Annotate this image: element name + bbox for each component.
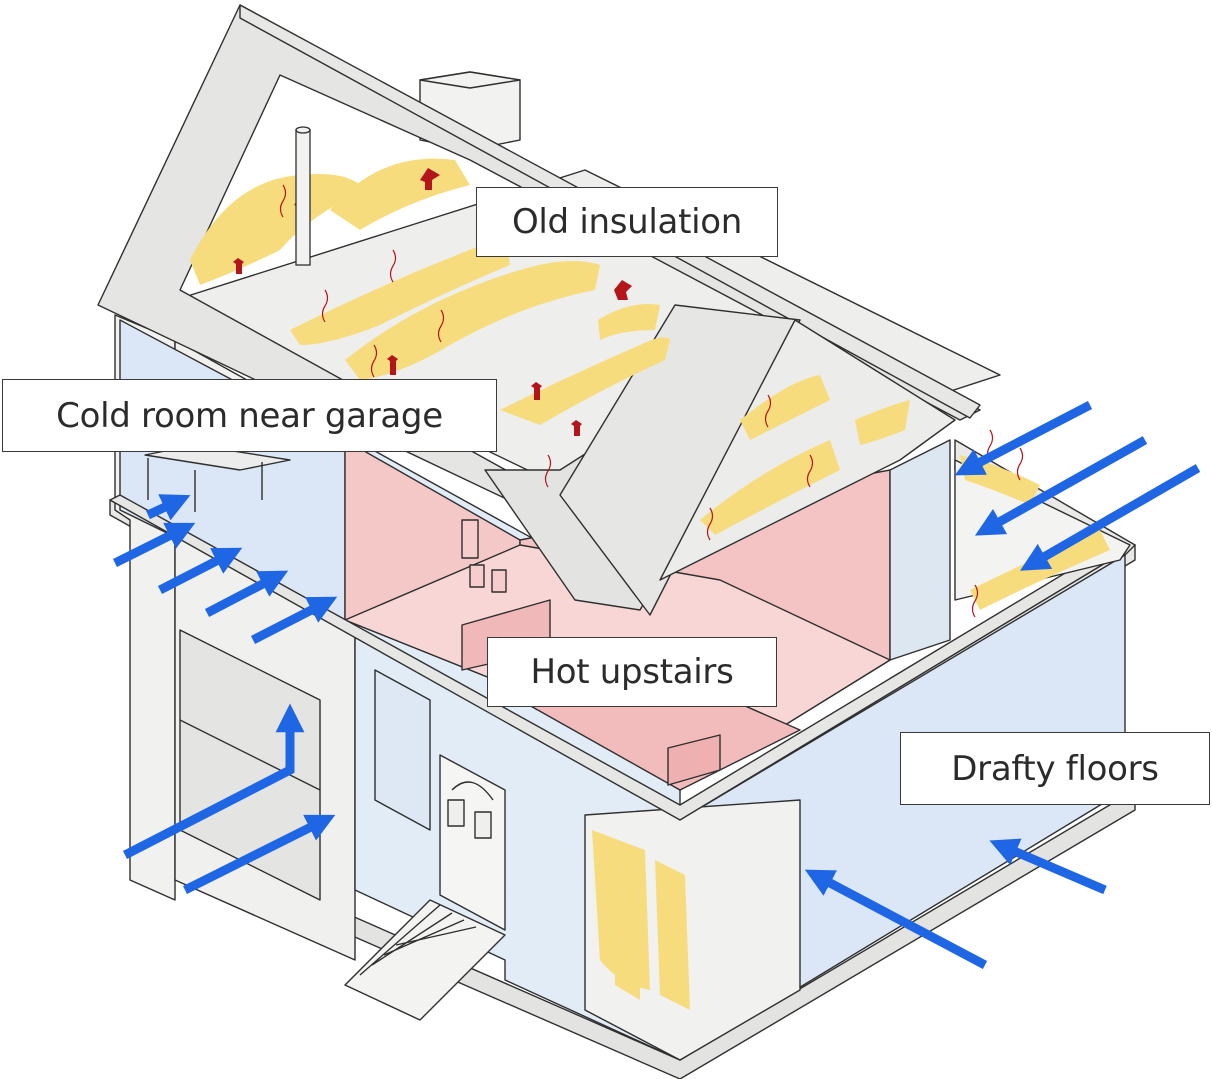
heat-arrow-4: [387, 355, 398, 375]
air-arrow-1: [112, 522, 196, 568]
air-arrow-11: [974, 436, 1148, 536]
heat-arrow-5: [531, 382, 542, 400]
insulation-batts: [190, 158, 1110, 1010]
air-arrow-2: [157, 547, 243, 595]
air-arrow-10: [954, 401, 1093, 476]
vent-stack: [295, 126, 311, 266]
front-door: [439, 754, 506, 931]
air-arrow-3: [204, 570, 289, 617]
air-arrow-9: [989, 838, 1107, 895]
cold-air-arrows: [112, 401, 1201, 969]
heat-arrow-7: [614, 280, 632, 300]
right-upstairs-room: [889, 439, 951, 661]
heat-arrow-2: [420, 168, 440, 190]
garage-door-opening: [179, 629, 321, 901]
air-arrow-8: [804, 869, 988, 969]
callout-old-insulation: Old insulation: [476, 187, 778, 257]
heat-arrow-6: [571, 420, 582, 436]
air-arrow-7: [182, 814, 336, 895]
air-arrow-5: [146, 494, 191, 521]
callout-hot-upstairs: Hot upstairs: [487, 637, 777, 707]
house-structure: [97, 4, 1136, 1079]
front-window: [374, 669, 431, 831]
callout-cold-room: Cold room near garage: [2, 379, 497, 452]
heat-arrow-3: [233, 258, 244, 274]
air-arrow-6: [122, 703, 305, 860]
callout-drafty-floors: Drafty floors: [900, 732, 1210, 805]
air-arrow-4: [250, 596, 338, 645]
front-stairs: [344, 899, 506, 1021]
air-arrow-12: [1020, 464, 1201, 571]
